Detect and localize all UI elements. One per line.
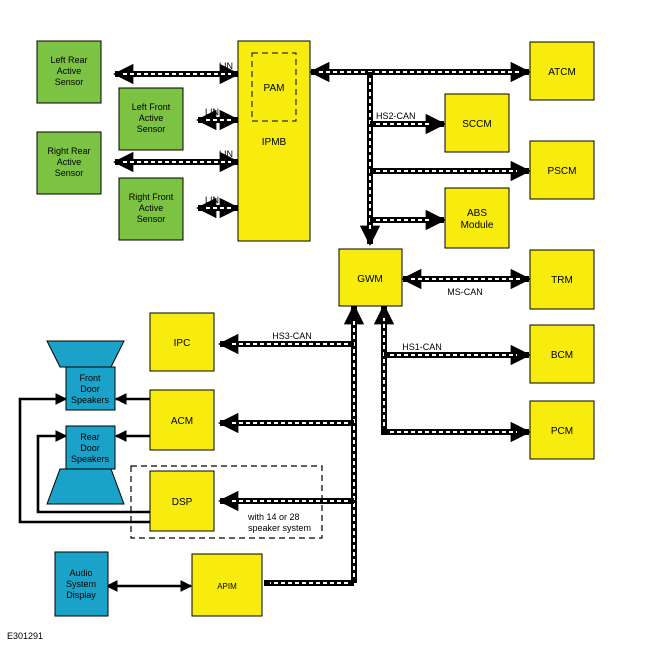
right-rear-sensor-label-3: Sensor [55,168,84,178]
gwm-label: GWM [357,274,383,285]
dsp-module: DSP [149,470,215,532]
front-door-speakers-label-1: Front [79,373,101,383]
lin-label-left-front: LIN [205,107,219,117]
ipc-module: IPC [149,312,215,372]
abs-label-1: ABS [467,208,487,219]
audio-system-display: Audio System Display [54,551,109,617]
wire-dsp-rear-speakers [36,430,150,514]
pscm-module: PSCM [529,140,595,200]
lin-label-right-front: LIN [205,195,219,205]
trm-module: TRM [529,249,595,310]
right-front-sensor-label-1: Right Front [129,192,174,202]
hs1-can-label: HS1-CAN [402,342,442,352]
speaker-option-boundary [130,465,323,539]
acm-module: ACM [149,389,215,451]
gwm-module: GWM [338,248,403,307]
rear-door-speakers-label-1: Rear [80,432,100,442]
trm-label: TRM [551,275,573,286]
pscm-label: PSCM [548,166,577,177]
front-door-speakers: Front Door Speakers [46,340,125,411]
right-rear-sensor-label-2: Active [57,157,82,167]
left-rear-active-sensor: Left Rear Active Sensor [36,40,102,104]
left-front-sensor-label-3: Sensor [137,124,166,134]
dsp-label: DSP [172,497,193,508]
hs1-can-trunk [373,303,400,435]
left-front-sensor-label-2: Active [139,113,164,123]
ms-can-label: MS-CAN [447,287,483,297]
right-front-sensor-label-3: Sensor [137,214,166,224]
left-rear-sensor-label-3: Sensor [55,77,84,87]
ipmb-module: PAM IPMB [237,40,311,242]
sccm-label: SCCM [462,119,491,130]
rear-door-speakers-label-3: Speakers [71,454,110,464]
speaker-option-note-1: with 14 or 28 [247,512,300,522]
right-front-sensor-label-2: Active [139,203,164,213]
bcm-label: BCM [551,350,573,361]
front-door-speakers-label-3: Speakers [71,395,110,405]
rear-door-speakers: Rear Door Speakers [46,425,125,505]
ipc-label: IPC [174,338,191,349]
left-rear-sensor-label-2: Active [57,66,82,76]
atcm-module: ATCM [529,41,595,101]
left-front-active-sensor: Left Front Active Sensor [118,87,184,151]
apim-module: APIM [191,553,263,617]
audio-display-label-1: Audio [69,568,92,578]
audio-display-label-3: Display [66,590,96,600]
abs-module: ABS Module [444,187,510,249]
bcm-module: BCM [529,324,595,384]
right-rear-sensor-label-1: Right Rear [47,146,90,156]
pcm-module: PCM [529,400,595,460]
abs-label-2: Module [461,220,494,231]
ipmb-label: IPMB [262,137,287,148]
hs2-can-label: HS2-CAN [376,111,416,121]
hs3-can-label: HS3-CAN [272,331,312,341]
apim-label: APIM [217,582,237,591]
left-front-sensor-label-1: Left Front [132,102,171,112]
front-door-speakers-label-2: Door [80,384,100,394]
pam-boundary [251,52,297,122]
rear-door-speakers-label-2: Door [80,443,100,453]
pam-label: PAM [264,83,285,94]
sccm-module: SCCM [444,93,510,153]
figure-id: E301291 [7,631,43,641]
right-front-active-sensor: Right Front Active Sensor [118,177,184,241]
lin-label-right-rear: LIN [219,149,233,159]
lin-label-left-rear: LIN [219,61,233,71]
speaker-option-note-2: speaker system [248,523,311,533]
right-rear-active-sensor: Right Rear Active Sensor [36,131,102,195]
pcm-label: PCM [551,426,573,437]
left-rear-sensor-label-1: Left Rear [50,55,87,65]
wire-dsp-front-speakers [18,393,150,524]
acm-label: ACM [171,416,193,427]
audio-display-label-2: System [66,579,96,589]
atcm-label: ATCM [548,67,576,78]
